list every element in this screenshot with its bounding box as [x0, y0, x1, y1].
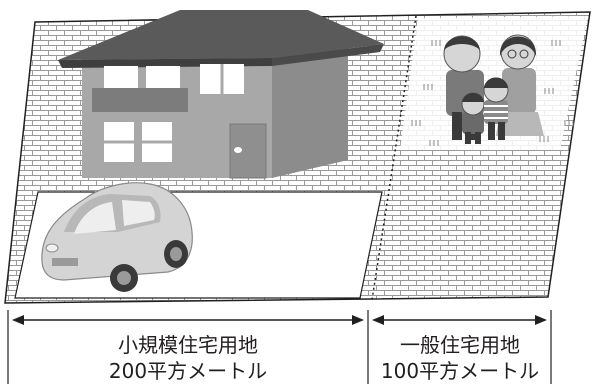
general-residential-label: 一般住宅用地 [400, 333, 520, 357]
house-icon [58, 10, 384, 179]
general-residential-area: 100平方メートル [381, 359, 539, 383]
general-residential-dimension-arrow [372, 315, 547, 325]
small-residential-dimension-arrow [12, 315, 364, 325]
car-icon [41, 182, 193, 292]
small-residential-label: 小規模住宅用地 [118, 333, 258, 357]
grass-marks [411, 40, 574, 146]
family-icon [443, 34, 544, 144]
small-residential-area: 200平方メートル [109, 359, 267, 383]
